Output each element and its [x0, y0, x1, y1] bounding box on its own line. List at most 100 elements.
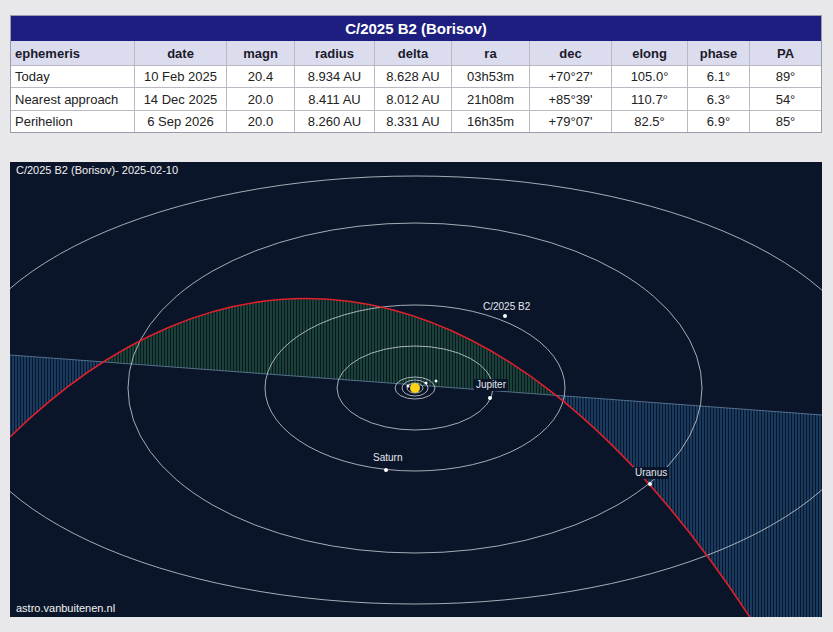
table-cell: 8.331 AU [375, 111, 452, 133]
cell-text: 6 Sep 2026 [147, 114, 214, 129]
cell-text: +70°27' [548, 69, 592, 84]
table-cell: 82.5° [612, 111, 688, 133]
column-header: PA [777, 46, 794, 61]
table-cell: 10 Feb 2025 [135, 66, 227, 88]
cell-text: 16h35m [467, 114, 514, 129]
cell-text: 89° [776, 69, 796, 84]
table-cell: 21h08m [452, 88, 530, 111]
cell-text: 8.934 AU [308, 69, 362, 84]
table-cell: 16h35m [452, 111, 530, 133]
comet-dot [503, 314, 507, 318]
body-label: Uranus [633, 467, 669, 479]
cell-text: 03h53m [467, 69, 514, 84]
column-header: ephemeris [15, 46, 80, 61]
table-cell: 20.0 [227, 88, 295, 111]
column-header: radius [315, 46, 354, 61]
column-header: phase [700, 46, 738, 61]
body-label: C/2025 B2 [481, 301, 532, 313]
column-header: dec [559, 46, 581, 61]
table-cell: 8.012 AU [375, 88, 452, 111]
column-header-cell: magn [227, 41, 295, 66]
planet-dot [407, 385, 410, 388]
planet-dot [435, 380, 438, 383]
cell-text: +85°39' [548, 92, 592, 107]
table-cell: +70°27' [530, 66, 612, 88]
column-header-cell: phase [688, 41, 750, 66]
cell-text: 20.0 [248, 114, 273, 129]
sun [410, 383, 420, 393]
cell-text: 85° [776, 114, 796, 129]
below-ecliptic-hatch [10, 162, 822, 617]
table-cell: 54° [750, 88, 822, 111]
cell-text: 8.628 AU [386, 69, 440, 84]
table-cell: 6.1° [688, 66, 750, 88]
cell-text: 8.331 AU [386, 114, 440, 129]
cell-text: 8.411 AU [308, 92, 361, 107]
planet-dot [488, 396, 492, 400]
body-label: Jupiter [474, 379, 508, 391]
table-cell: Perihelion [10, 111, 135, 133]
plot-caption: astro.vanbuitenen.nl [14, 602, 117, 615]
table-cell: 85° [750, 111, 822, 133]
neptune-orbit [10, 176, 822, 604]
table-cell: +85°39' [530, 88, 612, 111]
column-header: elong [632, 46, 667, 61]
cell-text: 10 Feb 2025 [144, 69, 217, 84]
cell-text: 20.4 [248, 69, 273, 84]
column-header: ra [484, 46, 496, 61]
jupiter-orbit [337, 346, 493, 430]
table-cell: 20.0 [227, 111, 295, 133]
column-header: magn [243, 46, 278, 61]
plot-panel [10, 162, 822, 617]
cell-text: 6.3° [707, 92, 730, 107]
column-header: date [167, 46, 194, 61]
cell-text: Perihelion [15, 114, 73, 129]
body-label: Saturn [371, 452, 404, 464]
column-header-cell: elong [612, 41, 688, 66]
orbit [402, 380, 428, 396]
saturn-orbit [265, 305, 565, 471]
table-cell: 14 Dec 2025 [135, 88, 227, 111]
cell-text: 8.260 AU [308, 114, 362, 129]
column-header-cell: ra [452, 41, 530, 66]
table-cell: 8.934 AU [295, 66, 375, 88]
uranus-orbit [128, 223, 702, 553]
table-cell: 6.9° [688, 111, 750, 133]
cell-text: 110.7° [631, 92, 668, 107]
planet-dot [648, 482, 652, 486]
cell-text: 8.012 AU [386, 92, 440, 107]
column-header: delta [398, 46, 428, 61]
table-cell: 105.0° [612, 66, 688, 88]
cell-text: 21h08m [467, 92, 514, 107]
planet-dot [425, 382, 428, 385]
table-title: C/2025 B2 (Borisov) [345, 20, 487, 37]
table-cell: 20.4 [227, 66, 295, 88]
comet-trajectory [10, 299, 755, 617]
cell-text: +79°07' [548, 114, 592, 129]
above-ecliptic-hatch [10, 162, 822, 617]
table-cell: 8.260 AU [295, 111, 375, 133]
orbit [407, 383, 423, 393]
plot-caption: C/2025 B2 (Borisov)- 2025-02-10 [14, 164, 180, 177]
cell-text: 54° [776, 92, 796, 107]
table-title-bar: C/2025 B2 (Borisov) [10, 15, 822, 41]
table-cell: 6.3° [688, 88, 750, 111]
table-cell: Nearest approach [10, 88, 135, 111]
cell-text: 105.0° [631, 69, 669, 84]
cell-text: Today [15, 69, 50, 84]
column-header-cell: dec [530, 41, 612, 66]
table-cell: Today [10, 66, 135, 88]
table-cell: 8.628 AU [375, 66, 452, 88]
table-cell: 89° [750, 66, 822, 88]
column-header-cell: ephemeris [10, 41, 135, 66]
cell-text: 6.1° [707, 69, 730, 84]
table-cell: +79°07' [530, 111, 612, 133]
orbit [395, 377, 435, 399]
cell-text: 14 Dec 2025 [144, 92, 218, 107]
cell-text: 20.0 [248, 92, 273, 107]
column-header-cell: radius [295, 41, 375, 66]
column-header-cell: delta [375, 41, 452, 66]
column-header-cell: date [135, 41, 227, 66]
column-header-cell: PA [750, 41, 822, 66]
table-cell: 110.7° [612, 88, 688, 111]
